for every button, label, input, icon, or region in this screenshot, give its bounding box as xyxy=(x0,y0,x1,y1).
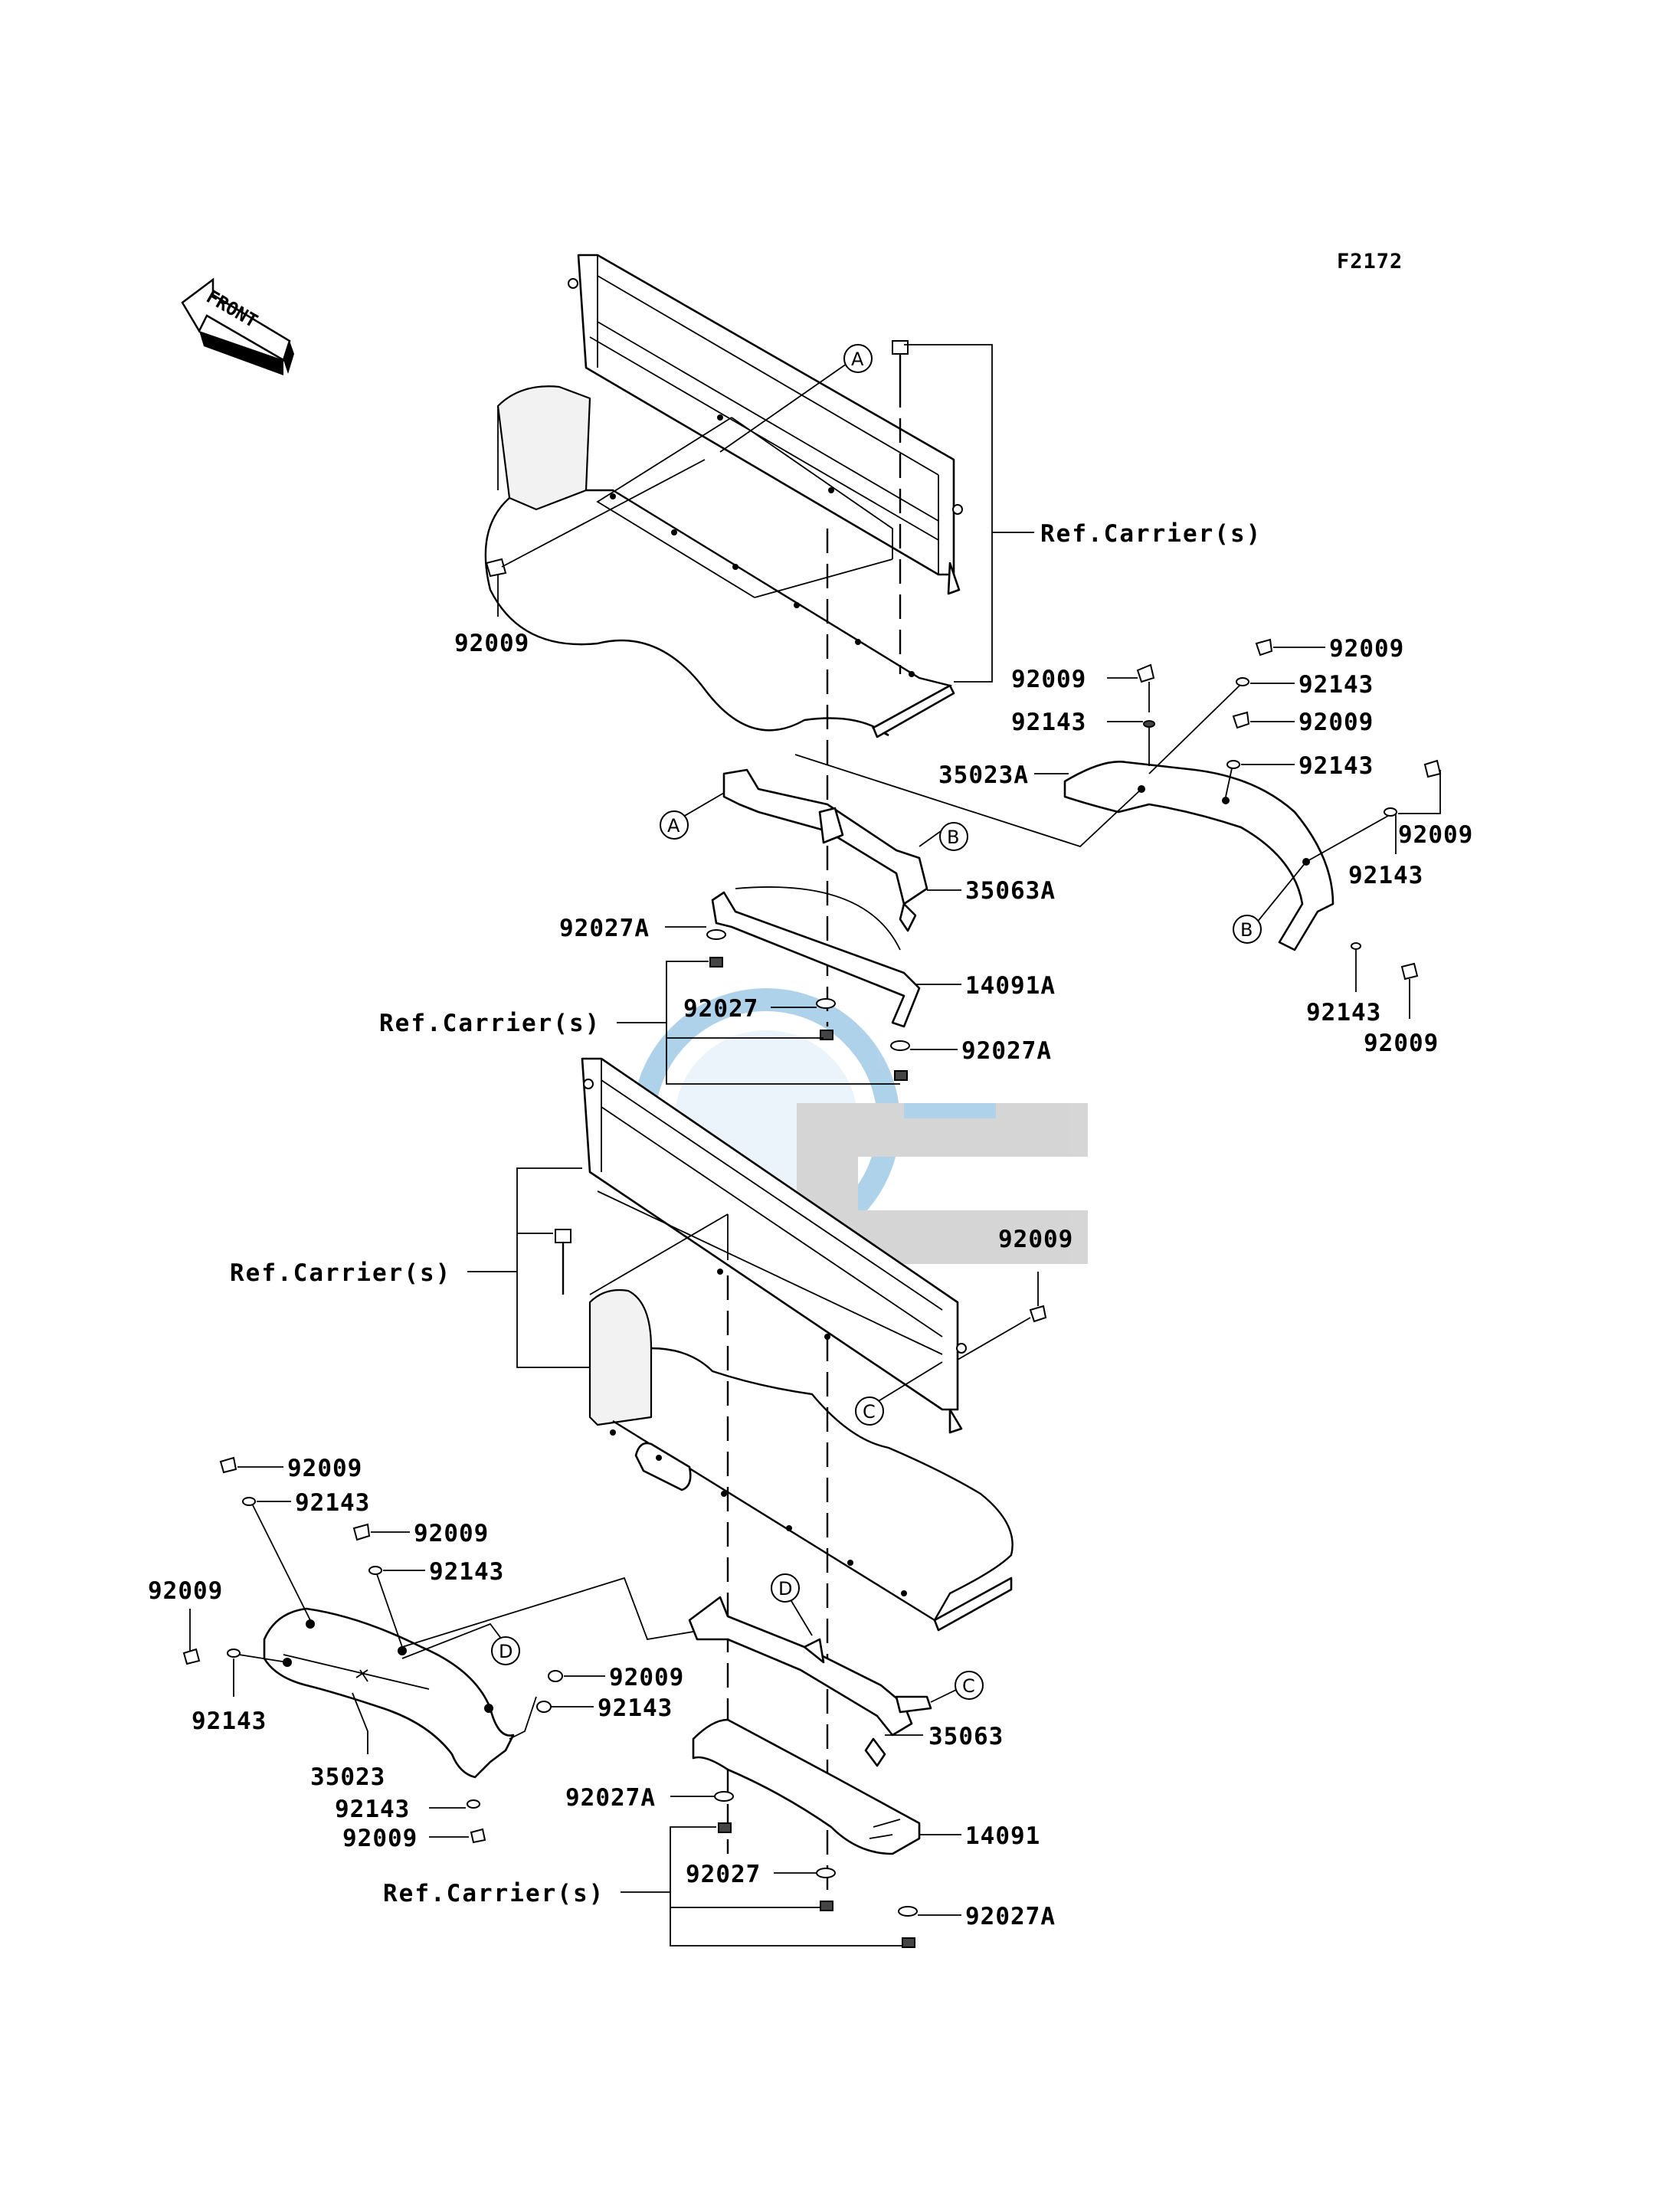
part-92027a-lower-right: 92027A xyxy=(965,1903,1056,1930)
callout-d-left: D xyxy=(499,1641,513,1662)
part-92009-right-c: 92009 xyxy=(1298,709,1374,736)
part-92009-right-e: 92009 xyxy=(1364,1030,1439,1057)
left-fender-hardware xyxy=(182,1456,563,1844)
upper-left-bolt xyxy=(485,459,706,617)
lower-carrier xyxy=(581,1057,1014,1632)
callout-b-mid: B xyxy=(947,827,959,848)
ref-carrier-upper: Ref.Carrier(s) xyxy=(1040,520,1262,548)
part-92143-right-d: 92143 xyxy=(1348,862,1423,889)
part-92009-lower-right: 92009 xyxy=(998,1226,1073,1253)
part-92143-left-e: 92143 xyxy=(335,1796,410,1823)
part-92009-upper-left: 92009 xyxy=(454,630,529,657)
part-92143-left-a: 92143 xyxy=(295,1489,370,1517)
part-14091a: 14091A xyxy=(965,972,1056,1000)
part-92009-left-e: 92009 xyxy=(342,1825,418,1852)
part-92009-left-d: 92009 xyxy=(609,1664,684,1691)
ref-carrier-mid: Ref.Carrier(s) xyxy=(379,1010,601,1037)
callout-b-right: B xyxy=(1240,919,1253,941)
upper-bolt xyxy=(892,340,909,383)
fender-35023 xyxy=(263,1607,515,1779)
part-92009-left-c: 92009 xyxy=(148,1577,223,1605)
part-35063a: 35063A xyxy=(965,877,1056,905)
part-92027a-upper-left: 92027A xyxy=(559,915,650,942)
part-92009-right-d: 92009 xyxy=(1398,821,1473,849)
right-fender-hardware xyxy=(1136,638,1442,981)
part-92009-left-a: 92009 xyxy=(287,1455,362,1482)
part-92009-right-b: 92009 xyxy=(1329,635,1404,663)
rail-14091a xyxy=(711,886,921,1028)
callout-d-mid: D xyxy=(778,1578,792,1599)
part-92143-left-d: 92143 xyxy=(598,1694,673,1722)
part-92143-left-c: 92143 xyxy=(192,1708,267,1735)
lower-right-bolt xyxy=(957,1272,1047,1360)
lower-washers xyxy=(714,1791,918,1948)
callout-c-lower: C xyxy=(863,1401,876,1423)
callout-a-mid: A xyxy=(667,815,680,837)
fender-35023a xyxy=(1063,761,1335,951)
part-35023a: 35023A xyxy=(938,761,1029,789)
part-92009-left-b: 92009 xyxy=(414,1520,489,1547)
lower-bolt xyxy=(555,1229,571,1295)
part-92027a-lower-left: 92027A xyxy=(565,1784,656,1812)
part-14091: 14091 xyxy=(965,1822,1040,1850)
callout-c-mid: C xyxy=(962,1675,975,1697)
part-35063: 35063 xyxy=(928,1723,1004,1750)
rail-14091 xyxy=(692,1718,921,1855)
part-92143-right-a: 92143 xyxy=(1011,709,1086,736)
part-92027-lower: 92027 xyxy=(686,1861,761,1888)
part-92143-right-e: 92143 xyxy=(1306,999,1381,1026)
ref-carrier-lower: Ref.Carrier(s) xyxy=(230,1259,451,1287)
front-arrow-icon: FRONT xyxy=(181,277,294,375)
part-92009-right-a: 92009 xyxy=(1011,666,1086,693)
callout-a-upper: A xyxy=(851,349,864,370)
part-92143-right-c: 92143 xyxy=(1298,752,1374,780)
part-92143-right-b: 92143 xyxy=(1298,671,1374,699)
bracket-35063 xyxy=(688,1596,932,1767)
part-92027-upper: 92027 xyxy=(683,995,758,1023)
part-35023: 35023 xyxy=(310,1763,385,1791)
part-92027a-upper-right: 92027A xyxy=(961,1037,1052,1065)
part-92143-left-b: 92143 xyxy=(429,1558,504,1586)
upper-carrier xyxy=(484,254,963,738)
ref-carrier-bottom: Ref.Carrier(s) xyxy=(383,1880,604,1907)
bracket-35063a xyxy=(722,768,928,932)
figure-code: F2172 xyxy=(1337,250,1403,273)
upper-washers xyxy=(706,929,910,1081)
